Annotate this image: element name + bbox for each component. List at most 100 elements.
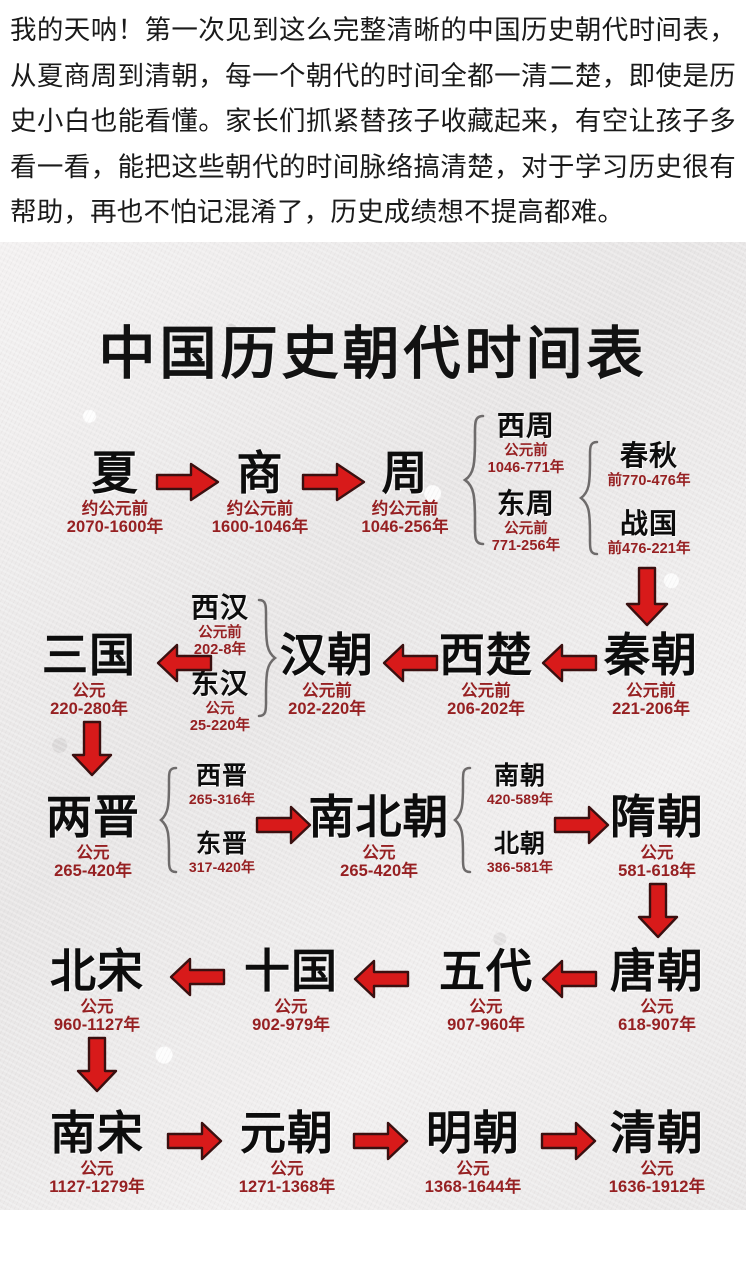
node-era: 公元 bbox=[274, 997, 308, 1016]
node-xichu: 西楚 公元前 206-202年 bbox=[425, 628, 547, 719]
node-beisong: 北宋 公元 960-1127年 bbox=[32, 947, 162, 1035]
node-era: 公元 bbox=[640, 843, 674, 862]
arrow-down-suichao-tangchao bbox=[636, 882, 680, 940]
node-zhanguo: 战国 前476-221年 bbox=[586, 507, 712, 558]
node-era: 公元 bbox=[469, 997, 503, 1016]
node-yuanchao: 元朝 公元 1271-1368年 bbox=[222, 1106, 352, 1197]
dynasty-timeline-poster: 中国历史朝代时间表 夏 约公元前 2070-1600年 商 约公元前 1600-… bbox=[0, 241, 746, 1210]
node-suichao: 隋朝 公元 581-618年 bbox=[592, 790, 722, 881]
node-dongjin: 东晋 317-420年 bbox=[168, 829, 276, 876]
node-years: 202-220年 bbox=[288, 700, 366, 719]
page-title: 中国历史朝代时间表 bbox=[98, 322, 648, 386]
arrow-left-qinchao-xichu bbox=[540, 642, 598, 684]
node-years: 221-206年 bbox=[612, 700, 690, 719]
node-years: 902-979年 bbox=[252, 1016, 330, 1035]
node-name: 元朝 bbox=[240, 1106, 334, 1159]
node-name: 南朝 bbox=[493, 761, 546, 790]
node-mingchao: 明朝 公元 1368-1644年 bbox=[408, 1106, 538, 1197]
node-era: 约公元前 bbox=[226, 499, 294, 518]
node-chunqiu: 春秋 前770-476年 bbox=[586, 439, 712, 490]
node-sanguo: 三国 公元 220-280年 bbox=[28, 631, 150, 719]
node-xizhou: 西周 公元前 1046-771年 bbox=[470, 409, 582, 476]
node-era: 公元前 bbox=[302, 681, 352, 700]
arrow-right-mingchao-qingchao bbox=[540, 1120, 598, 1162]
node-years: 1046-771年 bbox=[487, 459, 565, 476]
node-years: 265-420年 bbox=[340, 862, 418, 881]
node-era: 公元 bbox=[76, 843, 110, 862]
brace-dongzhou bbox=[578, 440, 602, 556]
node-name: 十国 bbox=[244, 944, 338, 997]
arrow-right-shang-zhou bbox=[301, 460, 367, 504]
node-era: 公元前 bbox=[461, 681, 511, 700]
node-era: 公元 bbox=[80, 1159, 114, 1178]
node-years: 265-316年 bbox=[188, 791, 256, 808]
node-years: 220-280年 bbox=[50, 700, 128, 719]
node-name: 汉朝 bbox=[280, 628, 374, 681]
node-era: 公元 bbox=[640, 1159, 674, 1178]
node-years: 265-420年 bbox=[54, 862, 132, 881]
node-era: 公元 bbox=[72, 681, 106, 700]
arrow-left-wudai-shiguo bbox=[352, 958, 410, 1000]
node-era: 公元前 bbox=[504, 521, 548, 538]
node-era: 约公元前 bbox=[371, 499, 439, 518]
node-years: 907-960年 bbox=[447, 1016, 525, 1035]
node-years: 581-618年 bbox=[618, 862, 696, 881]
node-name: 商 bbox=[236, 446, 284, 499]
node-years: 202-8年 bbox=[193, 641, 247, 658]
node-years: 前770-476年 bbox=[607, 473, 691, 490]
arrow-right-nansong-yuanchao bbox=[166, 1120, 224, 1162]
node-tangchao: 唐朝 公元 618-907年 bbox=[592, 944, 722, 1035]
brace-liangjin bbox=[158, 766, 180, 874]
arrow-right-yuanchao-mingchao bbox=[352, 1120, 410, 1162]
arrow-left-hanchao-sanguo bbox=[155, 642, 213, 684]
node-years: 317-420年 bbox=[188, 859, 256, 876]
node-name: 五代 bbox=[439, 944, 533, 997]
node-era: 公元 bbox=[640, 997, 674, 1016]
node-xia: 夏 约公元前 2070-1600年 bbox=[55, 446, 175, 537]
node-liangjin: 两晋 公元 265-420年 bbox=[28, 790, 158, 881]
node-qingchao: 清朝 公元 1636-1912年 bbox=[592, 1106, 722, 1197]
node-beichao: 北朝 386-581年 bbox=[462, 829, 578, 876]
node-name: 西楚 bbox=[439, 628, 533, 681]
node-years: 1368-1644年 bbox=[424, 1178, 522, 1197]
node-era: 公元 bbox=[270, 1159, 304, 1178]
node-years: 1600-1046年 bbox=[211, 518, 309, 537]
node-name: 北朝 bbox=[493, 829, 546, 858]
node-years: 1046-256年 bbox=[361, 518, 449, 537]
node-name: 西晋 bbox=[195, 761, 248, 790]
node-years: 2070-1600年 bbox=[66, 518, 164, 537]
node-name: 周 bbox=[381, 446, 429, 499]
node-donghan: 东汉 公元 25-220年 bbox=[170, 669, 270, 734]
node-name: 明朝 bbox=[426, 1106, 520, 1159]
node-years: 1271-1368年 bbox=[238, 1178, 336, 1197]
node-name: 春秋 bbox=[619, 439, 678, 471]
node-era: 公元前 bbox=[198, 625, 242, 642]
arrow-down-sanguo-liangjin bbox=[70, 720, 114, 778]
node-name: 秦朝 bbox=[604, 628, 698, 681]
node-name: 东晋 bbox=[195, 829, 248, 858]
node-name: 隋朝 bbox=[610, 790, 704, 843]
node-nanchao: 南朝 420-589年 bbox=[462, 761, 578, 808]
node-nanbeichao: 南北朝 公元 265-420年 bbox=[288, 793, 470, 881]
node-nansong: 南宋 公元 1127-1279年 bbox=[32, 1109, 162, 1197]
node-name: 西周 bbox=[496, 409, 555, 441]
arrow-right-nanbeichao-suichao bbox=[553, 804, 611, 846]
article-caption: 我的天呐！第一次见到这么完整清晰的中国历史朝代时间表，从夏商周到清朝，每一个朝代… bbox=[10, 15, 736, 227]
brace-zhou bbox=[462, 414, 488, 546]
arrow-right-xia-shang bbox=[155, 460, 221, 504]
node-years: 206-202年 bbox=[447, 700, 525, 719]
node-shiguo: 十国 公元 902-979年 bbox=[230, 944, 352, 1035]
node-name: 唐朝 bbox=[610, 944, 704, 997]
node-era: 公元 bbox=[205, 701, 235, 718]
node-name: 两晋 bbox=[46, 790, 140, 843]
arrow-left-tangchao-wudai bbox=[540, 958, 598, 1000]
node-name: 清朝 bbox=[610, 1106, 704, 1159]
node-years: 386-581年 bbox=[486, 859, 554, 876]
node-years: 25-220年 bbox=[189, 717, 251, 734]
node-xihan: 西汉 公元前 202-8年 bbox=[170, 593, 270, 658]
brace-hanchao bbox=[254, 598, 278, 718]
node-name: 夏 bbox=[91, 446, 139, 499]
node-name: 战国 bbox=[619, 507, 678, 539]
brace-nanbeichao bbox=[452, 766, 474, 874]
node-xijin: 西晋 265-316年 bbox=[168, 761, 276, 808]
